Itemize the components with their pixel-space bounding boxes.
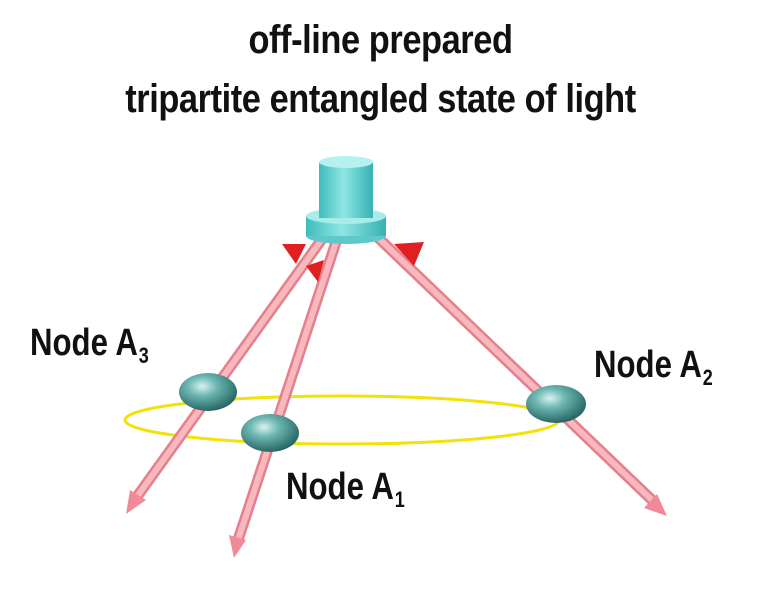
node-a1-icon [241,414,299,452]
node-a3-prefix: Node A [30,322,138,364]
marker-left-icon [282,244,306,264]
title-line-1: off-line prepared [248,18,513,62]
node-a2-prefix: Node A [594,344,702,386]
node-a3-label: Node A3 [30,322,149,369]
node-a1-subscript: 1 [394,487,405,512]
beam-a1 [229,224,346,558]
light-source-icon [306,156,386,244]
node-a3-icon [179,373,237,411]
marker-center-icon [306,260,324,282]
title-line-2: tripartite entangled state of light [125,77,636,121]
beam-a2 [362,222,667,516]
node-a1-prefix: Node A [286,466,394,508]
node-a2-subscript: 2 [702,365,713,390]
node-a1-label: Node A1 [286,466,405,513]
beam-a3 [126,222,336,514]
marker-right-icon [394,242,424,266]
node-a3-subscript: 3 [138,343,149,368]
node-a2-icon [526,385,586,423]
node-a2-label: Node A2 [594,344,713,391]
